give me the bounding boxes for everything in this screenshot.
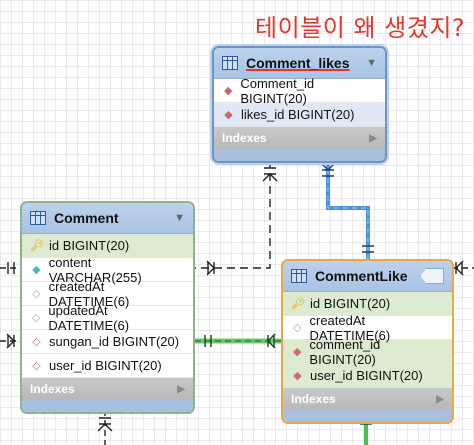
column-label: id BIGINT(20) — [49, 238, 130, 253]
table-comment[interactable]: Comment ▼ 🔑︎ id BIGINT(20) ◆ content VAR… — [20, 201, 195, 414]
column-label: comment_id BIGINT(20) — [309, 336, 381, 367]
crow-foot-top — [320, 162, 336, 177]
fk-diamond-icon: ◆ — [223, 85, 233, 97]
table-icon — [222, 56, 238, 70]
column-label: sungan_id BIGINT(20) — [49, 334, 180, 349]
column-label: id BIGINT(20) — [310, 296, 391, 311]
table-title: CommentLike — [315, 268, 408, 284]
table-header[interactable]: Comment_likes ▼ — [214, 48, 385, 79]
annotation-text: 테이블이 왜 생겼지? — [255, 14, 466, 42]
table-comment-likes[interactable]: Comment_likes ▼ ◆ Comment_id BIGINT(20) … — [212, 46, 387, 163]
column-row[interactable]: ◆ likes_id BIGINT(20) — [214, 103, 385, 127]
primary-key-icon: 🔑︎ — [291, 298, 305, 310]
column-row[interactable]: ◇ user_id BIGINT(20) — [22, 354, 193, 378]
column-label: user_id BIGINT(20) — [49, 358, 162, 373]
column-row[interactable]: 🔑︎ id BIGINT(20) — [283, 292, 452, 316]
table-header[interactable]: Comment ▼ — [22, 203, 193, 234]
column-row[interactable]: ◇ createdAt DATETIME(6) — [283, 312, 452, 343]
table-footer — [283, 410, 452, 422]
column-row[interactable]: ◇ updatedAt DATETIME(6) — [22, 302, 193, 333]
expand-arrow-icon[interactable]: ▶ — [369, 132, 377, 144]
indexes-label: Indexes — [30, 382, 75, 396]
relationship-commentlikes-comment[interactable] — [195, 160, 271, 269]
column-diamond-icon: ◇ — [32, 288, 41, 300]
column-label: user_id BIGINT(20) — [310, 368, 423, 383]
fk-diamond-icon: ◇ — [32, 360, 41, 372]
table-header[interactable]: CommentLike — [283, 261, 452, 292]
column-row[interactable]: ◆ comment_id BIGINT(20) — [283, 336, 452, 367]
table-title: Comment_likes — [246, 55, 350, 71]
column-row[interactable]: ◆ Comment_id BIGINT(20) — [214, 75, 385, 106]
fk-diamond-icon: ◆ — [292, 346, 302, 358]
column-label: updatedAt DATETIME(6) — [48, 302, 130, 333]
indexes-section[interactable]: Indexes ▶ — [214, 127, 385, 149]
fk-diamond-icon: ◆ — [224, 109, 233, 121]
crow-foot-bottom — [362, 245, 374, 253]
table-icon — [291, 269, 307, 283]
column-label: content VARCHAR(255) — [48, 254, 142, 285]
indexes-section[interactable]: Indexes ▶ — [22, 378, 193, 400]
collapse-arrow-icon[interactable]: ▼ — [174, 212, 185, 224]
expand-arrow-icon[interactable]: ▶ — [177, 383, 185, 395]
column-row[interactable]: 🔑︎ id BIGINT(20) — [22, 234, 193, 258]
column-label: Comment_id BIGINT(20) — [240, 75, 315, 106]
nullable-diamond-icon: ◆ — [32, 264, 41, 276]
indexes-section[interactable]: Indexes ▶ — [283, 388, 452, 410]
primary-key-icon: 🔑︎ — [30, 240, 44, 252]
fk-diamond-icon: ◆ — [293, 370, 302, 382]
indexes-label: Indexes — [222, 131, 267, 145]
column-diamond-icon: ◇ — [31, 312, 41, 324]
column-label: createdAt DATETIME(6) — [309, 312, 391, 343]
column-label: createdAt DATETIME(6) — [48, 278, 130, 309]
column-row[interactable]: ◆ content VARCHAR(255) — [22, 254, 193, 285]
table-footer — [22, 400, 193, 412]
column-diamond-icon: ◇ — [293, 322, 302, 334]
column-row[interactable]: ◇ createdAt DATETIME(6) — [22, 278, 193, 309]
table-commentlike[interactable]: CommentLike 🔑︎ id BIGINT(20) ◇ createdAt… — [281, 259, 454, 424]
fk-diamond-icon: ◇ — [32, 336, 41, 348]
collapse-tab-icon[interactable] — [420, 268, 444, 284]
table-title: Comment — [54, 210, 119, 226]
indexes-label: Indexes — [291, 392, 336, 406]
column-row[interactable]: ◇ sungan_id BIGINT(20) — [22, 330, 193, 354]
column-row[interactable]: ◆ user_id BIGINT(20) — [283, 364, 452, 388]
table-icon — [30, 211, 46, 225]
collapse-arrow-icon[interactable]: ▼ — [366, 57, 377, 69]
table-footer — [214, 149, 385, 161]
expand-arrow-icon[interactable]: ▶ — [436, 393, 444, 405]
column-label: likes_id BIGINT(20) — [241, 107, 355, 122]
